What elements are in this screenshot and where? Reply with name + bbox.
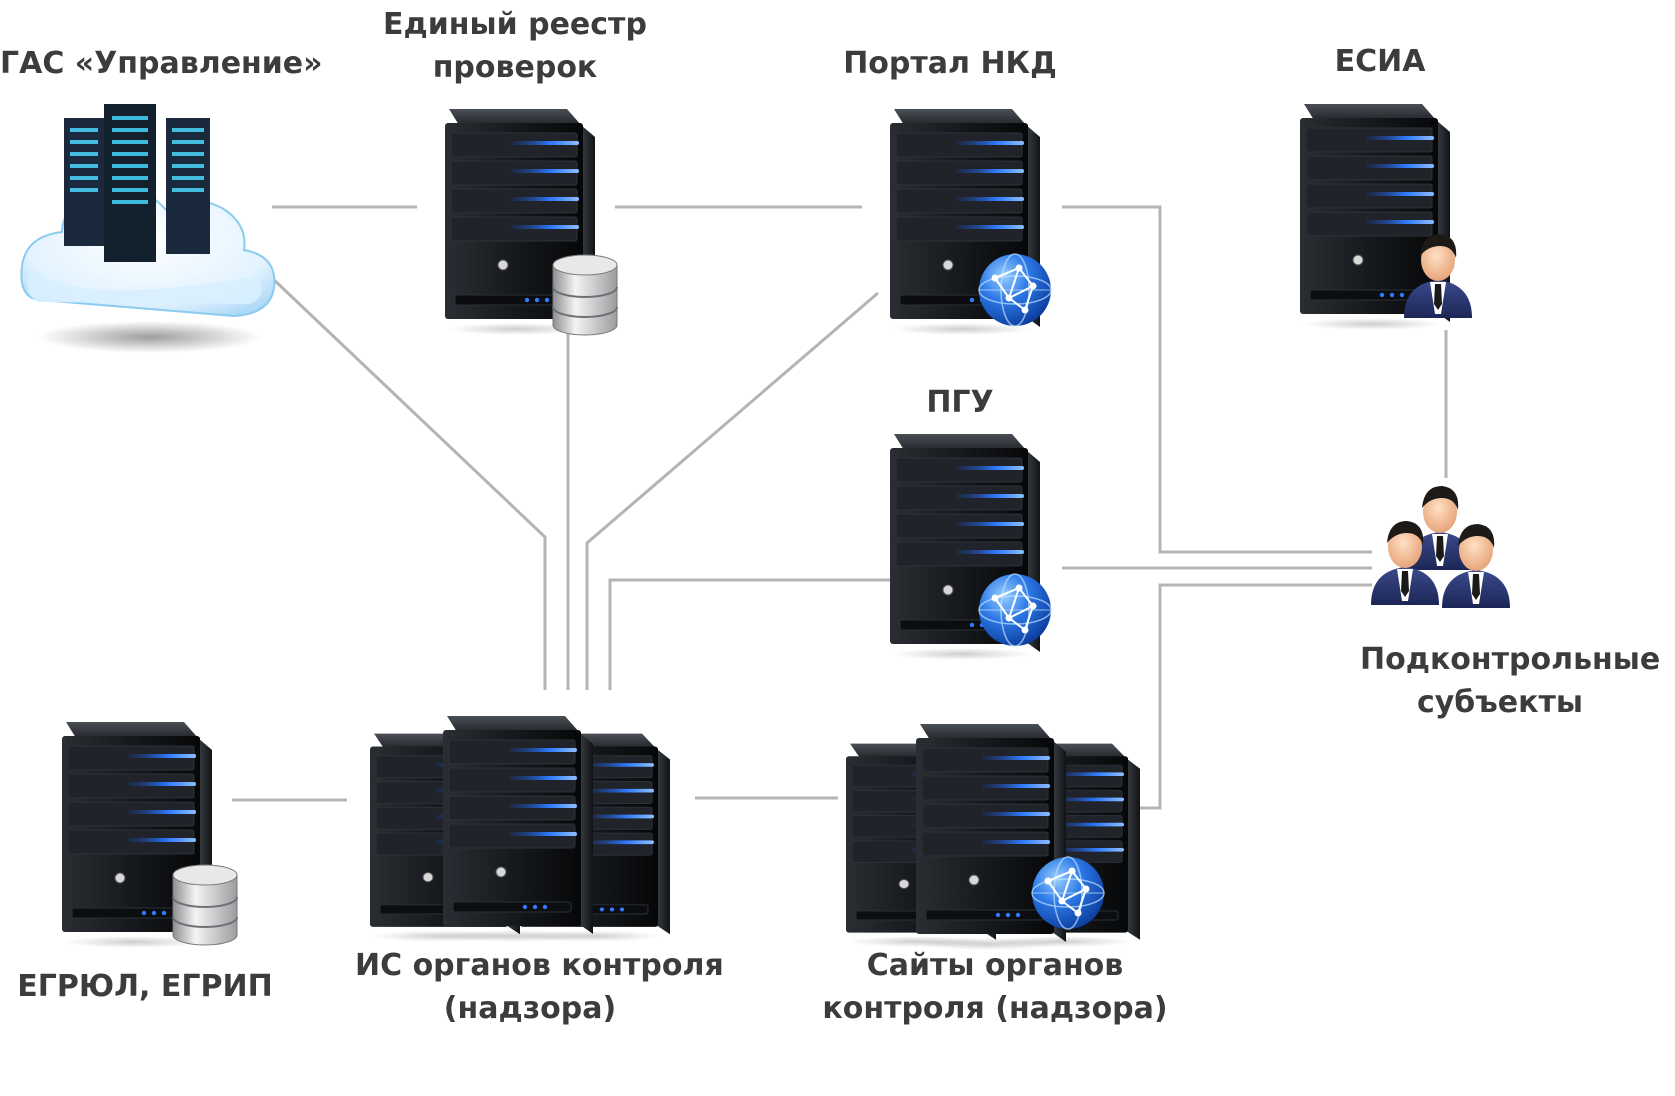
nkd-server-icon: [889, 108, 1052, 336]
label-line: проверок: [432, 50, 598, 85]
label-line: контроля (надзора): [822, 991, 1168, 1026]
gas-upravlenie-cloud-icon: [20, 104, 276, 353]
line-nkd-is: [585, 291, 879, 690]
label-line: Подконтрольные: [1360, 642, 1661, 677]
pgu-server-icon: [889, 433, 1052, 661]
label-nkd: Портал НКД: [820, 42, 1080, 85]
is-control-cluster-icon: [369, 715, 671, 943]
label-erp: Единый реестр проверок: [370, 3, 660, 89]
line-gas-is: [270, 276, 547, 690]
label-line: ЕСИА: [1334, 44, 1426, 79]
label-egrul: ЕГРЮЛ, ЕГРИП: [10, 965, 280, 1008]
label-line: ПГУ: [926, 385, 994, 420]
connector-lines: [232, 205, 1448, 810]
esia-server-icon: [1299, 103, 1472, 331]
erp-server-icon: [444, 108, 618, 336]
line-sites-subjects: [1140, 583, 1372, 810]
sites-cluster-icon: [845, 723, 1141, 951]
label-subjects: Подконтрольные субъекты: [1360, 638, 1661, 724]
label-gas-upravlenie: ГАС «Управление»: [0, 42, 323, 85]
label-line: Единый реестр: [383, 7, 647, 42]
label-line: (надзора): [443, 991, 617, 1026]
label-line: ЕГРЮЛ, ЕГРИП: [17, 969, 273, 1004]
line-pgu-is: [608, 578, 893, 690]
label-sites: Сайты органов контроля (надзора): [820, 944, 1170, 1030]
label-line: Портал НКД: [843, 46, 1057, 81]
label-is-control: ИС органов контроля (надзора): [355, 944, 724, 1030]
line-nkd-subjects: [1062, 205, 1372, 554]
label-line: Сайты органов: [866, 948, 1124, 983]
label-esia: ЕСИА: [1300, 40, 1460, 83]
label-line: ГАС «Управление»: [0, 46, 323, 81]
subjects-user-group-icon: [1371, 486, 1510, 608]
label-line: субъекты: [1416, 685, 1584, 720]
label-pgu: ПГУ: [880, 381, 1040, 424]
egrul-server-icon: [61, 721, 238, 949]
label-line: ИС органов контроля: [355, 948, 724, 983]
